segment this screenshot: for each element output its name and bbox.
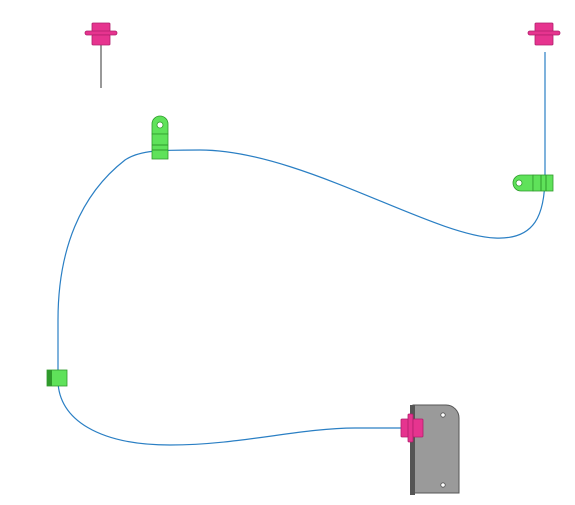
cable-route[interactable] <box>57 52 546 446</box>
connector-top-right[interactable] <box>527 22 561 46</box>
mounting-bracket[interactable] <box>410 404 460 495</box>
clip-left[interactable] <box>46 369 68 387</box>
clip-top[interactable] <box>151 115 169 160</box>
connector-bottom[interactable] <box>400 413 424 443</box>
clip-right[interactable] <box>512 174 554 192</box>
connector-top-left[interactable] <box>84 22 118 46</box>
